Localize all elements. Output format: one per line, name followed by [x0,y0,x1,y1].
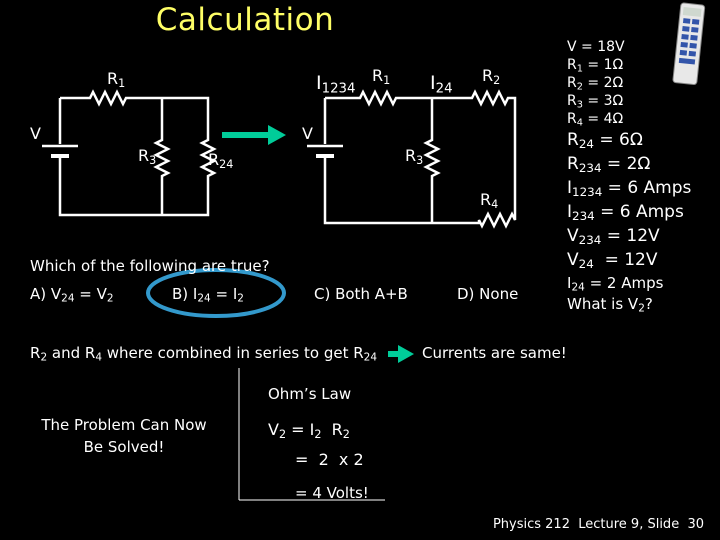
option-b-highlight [146,268,286,318]
slide-title: Calculation [155,2,335,38]
right-r2-label: R2 [482,66,501,87]
value-r234: R234 = 2Ω [567,154,651,175]
left-circuit-wires [58,89,217,217]
right-r3-branch [423,98,441,223]
ohms-law-heading: Ohm’s Law [268,385,352,403]
ohms-line-1: V2 = I2 R2 [268,420,350,441]
left-v-label: V [30,124,41,143]
left-r24-label: R24 [208,150,234,171]
value-r4: R4 = 4Ω [567,111,624,129]
value-i234: I234 = 6 Amps [567,202,684,223]
value-question: What is V2? [567,295,653,315]
option-b[interactable]: B) I24 = I2 [172,285,244,305]
right-v-label: V [302,124,313,143]
solved-note-line-2: Be Solved! [83,438,165,456]
right-r3-label: R3 [405,146,424,167]
currents-same-note: Currents are same! [422,344,567,362]
option-d[interactable]: D) None [457,285,519,303]
slide-footer: Physics 212 Lecture 9, Slide 30 [492,517,704,532]
left-r1-label: R1 [107,69,126,90]
left-r3-label: R3 [138,146,157,167]
left-r3-branch [153,98,171,215]
right-i24-label: I24 [430,72,453,97]
solved-note-line-1: The Problem Can Now [41,416,207,434]
ohms-line-3: = 4 Volts! [295,484,369,502]
value-r2: R2 = 2Ω [567,75,624,93]
right-r1-label: R1 [372,66,391,87]
series-note: R2 and R4 where combined in series to ge… [30,344,378,364]
value-r24: R24 = 6Ω [567,130,643,151]
right-i1234-label: I1234 [316,72,356,97]
right-loop-wire [323,89,517,229]
solved-note: The Problem Can Now Be Solved! [22,414,226,458]
ohms-line-2: = 2 x 2 [295,450,364,469]
left-loop-wire [58,89,217,217]
value-r1: R1 = 1Ω [567,57,624,75]
value-v: V = 18V [567,39,625,55]
value-i24: I24 = 2 Amps [567,274,664,294]
question-prompt: Which of the following are true? [30,257,270,275]
value-v24: V24 = 12V [567,250,658,271]
value-v234: V234 = 12V [567,226,660,247]
option-a[interactable]: A) V24 = V2 [30,285,114,305]
right-circuit-wires [323,89,517,229]
currents-arrow-head [398,345,414,363]
value-i1234: I1234 = 6 Amps [567,178,692,199]
transform-arrow-head [268,125,286,145]
value-r3: R3 = 3Ω [567,93,624,111]
right-r4-label: R4 [480,190,499,211]
option-c[interactable]: C) Both A+B [314,285,408,303]
values-list: V = 18V R1 = 1Ω R2 = 2Ω R3 = 3Ω R4 = 4Ω … [567,38,691,314]
calculator-icon [672,2,706,86]
